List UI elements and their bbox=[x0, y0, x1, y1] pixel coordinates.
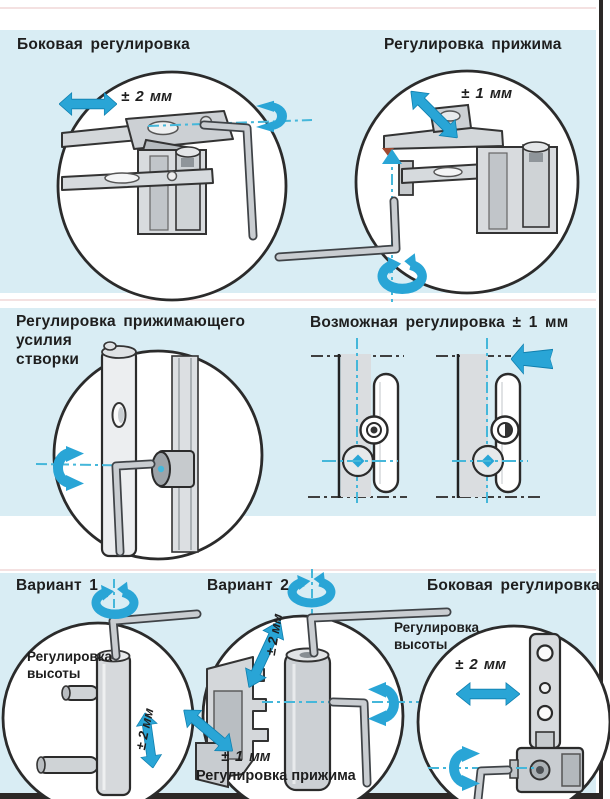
label-line: Регулировка bbox=[394, 620, 480, 635]
hex-key bbox=[111, 459, 156, 557]
panel-bottom-left-illustration bbox=[1, 579, 202, 799]
divider-line bbox=[0, 299, 596, 301]
height-adjustment-label: Регулировка высоты bbox=[394, 619, 479, 653]
panel-title-side-adjustment: Боковая регулировка bbox=[17, 36, 190, 53]
panel-top-left-illustration bbox=[56, 70, 313, 302]
pressure-adjustment-label: Регулировка прижима bbox=[196, 768, 356, 784]
pressure-value-label: ± 1 мм bbox=[221, 749, 271, 765]
hex-key bbox=[199, 120, 258, 241]
title-line: Регулировка прижимающего bbox=[16, 313, 246, 330]
panel-title-variant-2: Вариант 2 bbox=[207, 577, 290, 594]
divider-line bbox=[0, 569, 596, 571]
value-label: ± 2 мм bbox=[121, 88, 173, 105]
panel-title-side-adjustment-2: Боковая регулировка bbox=[427, 577, 600, 594]
page-right-border bbox=[599, 0, 603, 799]
hex-key bbox=[274, 196, 401, 262]
value-label: ± 2 мм bbox=[455, 656, 507, 673]
up-triangle-icon bbox=[382, 149, 402, 164]
label-line: высоты bbox=[27, 666, 81, 681]
hex-key bbox=[306, 607, 452, 658]
hex-key bbox=[108, 609, 202, 661]
panel-title-pressing-force: Регулировка прижимающего усилия створки bbox=[16, 312, 245, 369]
value-label: ± 1 мм bbox=[461, 85, 513, 102]
marker-detail bbox=[382, 148, 394, 156]
panel-title-pressure-adjustment: Регулировка прижима bbox=[384, 36, 562, 53]
divider-line bbox=[0, 7, 596, 9]
panel-top-right-illustration bbox=[274, 69, 580, 304]
hex-key bbox=[473, 765, 513, 799]
panel-bottom-right-illustration bbox=[416, 624, 610, 799]
title-line: усилия bbox=[16, 332, 73, 349]
panel-title-possible-adjustment: Возможная регулировка ± 1 мм bbox=[310, 314, 569, 331]
label-line: Регулировка bbox=[27, 649, 113, 664]
hex-key bbox=[328, 697, 372, 788]
title-line: створки bbox=[16, 351, 80, 368]
panel-middle-left-illustration bbox=[35, 341, 264, 561]
panel-bottom-middle-illustration bbox=[175, 569, 452, 799]
label-line: высоты bbox=[394, 637, 448, 652]
panel-title-variant-1: Вариант 1 bbox=[16, 577, 99, 594]
left-arrow-icon bbox=[511, 343, 553, 375]
height-adjustment-label: Регулировка высоты bbox=[27, 648, 112, 682]
panel-middle-right-illustration bbox=[308, 338, 553, 506]
